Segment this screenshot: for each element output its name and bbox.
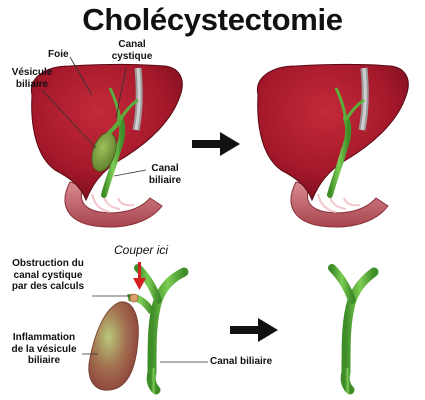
- gallbladder-inflamed: [88, 301, 139, 391]
- label-obstruction: Obstruction du canal cystique par des ca…: [11, 258, 85, 292]
- liver-shape-before: [30, 64, 183, 202]
- diagram-title: Cholécystectomie: [82, 2, 343, 37]
- gallbladder-detail: [88, 262, 189, 395]
- liver-shape-after: [256, 64, 409, 202]
- label-couper-ici: Couper ici: [114, 243, 169, 257]
- label-inflammation: Inflammation de la vésicule biliaire: [11, 332, 77, 366]
- label-foie: Foie: [48, 49, 69, 60]
- gallstone: [129, 293, 139, 303]
- duodenum-before: [64, 181, 163, 228]
- label-canal-cystique: Canal cystique: [111, 39, 153, 62]
- duct-after: [328, 264, 379, 395]
- label-canal-biliaire-top: Canal biliaire: [148, 163, 182, 186]
- liver-before: [30, 64, 183, 228]
- liver-after: [256, 64, 409, 228]
- duodenum-after: [290, 181, 389, 228]
- arrow-top: [192, 132, 240, 156]
- label-canal-biliaire-bottom: Canal biliaire: [210, 356, 273, 367]
- label-vesicule-biliaire: Vésicule biliaire: [11, 67, 53, 90]
- arrow-bottom: [230, 318, 278, 342]
